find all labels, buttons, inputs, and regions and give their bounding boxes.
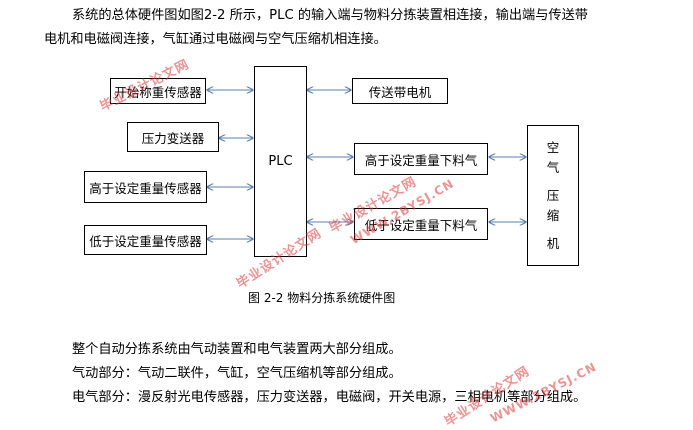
output-box-low-weight-valve: 低于设定重量下料气 <box>354 208 488 240</box>
compressor-label-char-1: 空 <box>546 139 560 155</box>
compressor-box: 空 气 压 缩 机 <box>527 125 579 266</box>
output-box-conveyor-motor: 传送带电机 <box>352 78 448 104</box>
intro-paragraph-line-2: 电机和电磁阀连接，气缸通过电磁阀与空气压缩机相连接。 <box>44 32 387 47</box>
compressor-label-char-4: 缩 <box>546 207 560 223</box>
compressor-label-char-2: 气 <box>546 159 560 175</box>
input-box-low-weight-sensor: 低于设定重量传感器 <box>84 225 207 255</box>
input-box-start-weight-sensor: 开始称重传感器 <box>110 78 206 104</box>
body-line-1: 整个自动分拣系统由气动装置和电气装置两大部分组成。 <box>72 342 402 357</box>
figure-caption: 图 2-2 物料分拣系统硬件图 <box>248 291 396 305</box>
plc-box: PLC <box>254 66 307 257</box>
intro-paragraph-line-1: 系统的总体硬件图如图2-2 所示，PLC 的输入端与物料分拣装置相连接，输出端与… <box>72 8 588 23</box>
compressor-label-char-3: 压 <box>546 187 560 203</box>
body-line-3: 电气部分：漫反射光电传感器，压力变送器，电磁阀，开关电源，三相电机等部分组成。 <box>72 390 587 405</box>
output-box-high-weight-valve: 高于设定重量下料气 <box>354 143 488 175</box>
body-line-2: 气动部分：气动二联件，气缸，空气压缩机等部分组成。 <box>72 366 402 381</box>
compressor-label-char-5: 机 <box>546 235 560 251</box>
input-box-pressure-transmitter: 压力变送器 <box>127 122 219 152</box>
input-box-high-weight-sensor: 高于设定重量传感器 <box>84 171 207 203</box>
